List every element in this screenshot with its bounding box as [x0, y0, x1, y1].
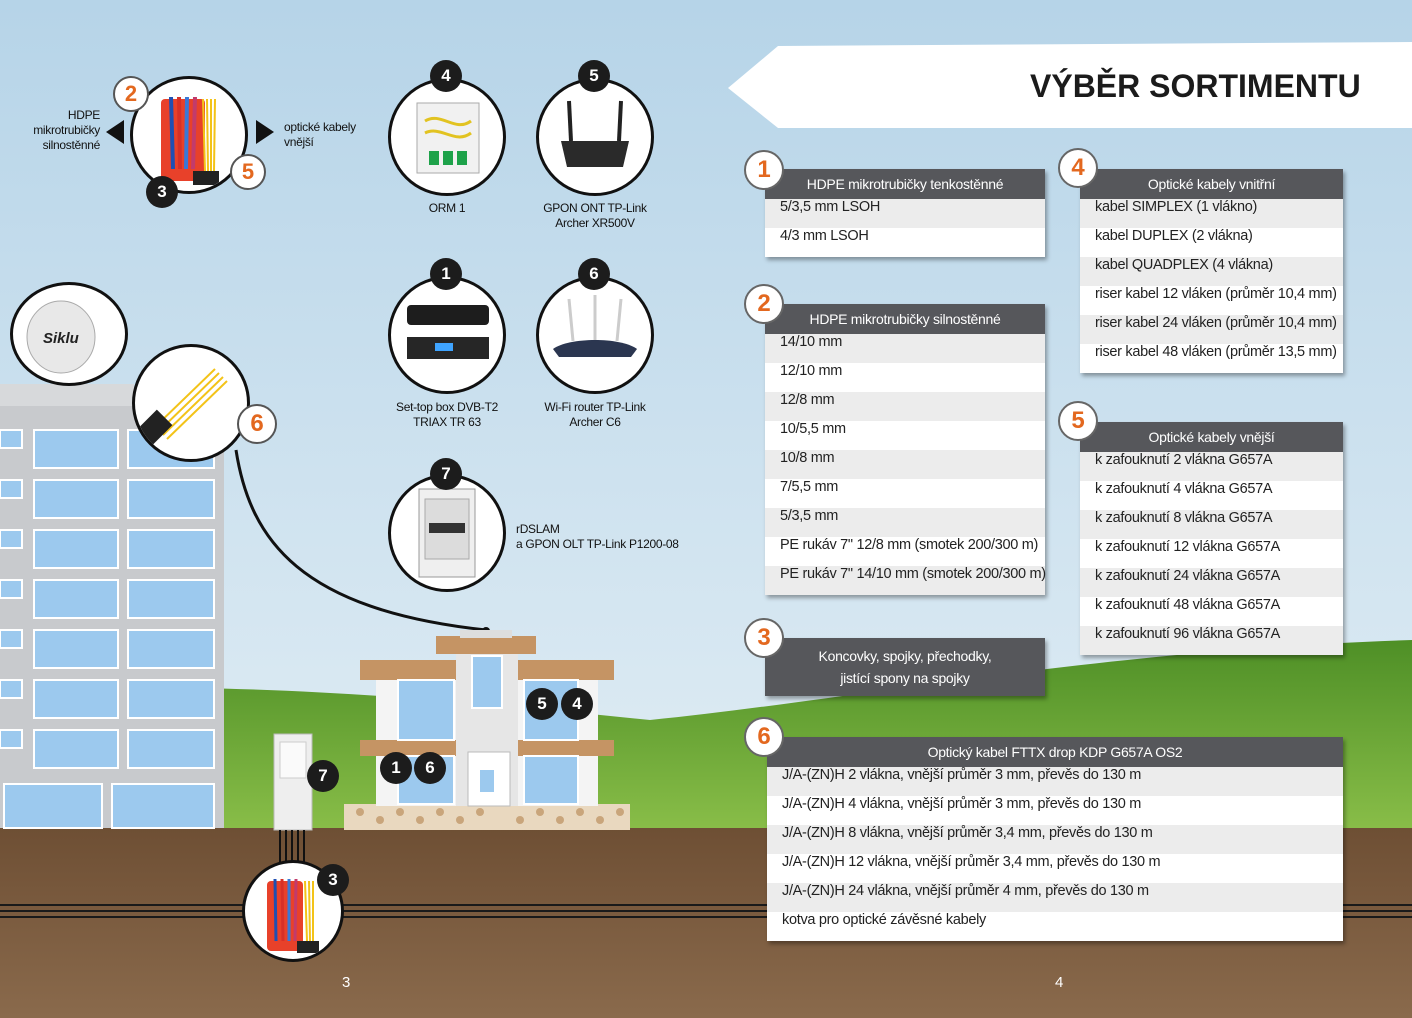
panel-hdpe-thick: HDPE mikrotrubičky silnostěnné 14/10 mm … [765, 304, 1046, 595]
page-number-left: 3 [342, 974, 351, 991]
panel-connectors: Koncovky, spojky, přechodky, jistící spo… [765, 638, 1045, 696]
panel-rows: k zafouknutí 2 vlákna G657A k zafouknutí… [1080, 452, 1343, 655]
panel-row: k zafouknutí 8 vlákna G657A [1080, 510, 1343, 539]
device-badge: 1 [430, 258, 462, 290]
device-image-gpon-ont [536, 78, 654, 196]
device-badge: 5 [578, 60, 610, 92]
street-cabinet [273, 733, 313, 870]
panel-header: Koncovky, spojky, přechodky, jistící spo… [765, 638, 1045, 696]
house-badge: 6 [414, 752, 446, 784]
cabinet-badge: 7 [307, 760, 339, 792]
device-badge: 4 [430, 60, 462, 92]
house [344, 630, 630, 830]
device-caption-orm: ORM 1 [428, 201, 466, 215]
panel-row: 7/5,5 mm [765, 479, 1045, 508]
panel-header: HDPE mikrotrubičky silnostěnné [765, 304, 1045, 334]
panel-row: kabel QUADPLEX (4 vlákna) [1080, 257, 1343, 286]
legend-badge-3: 3 [146, 176, 178, 208]
panel-row: k zafouknutí 48 vlákna G657A [1080, 597, 1343, 626]
panel-number: 1 [744, 150, 784, 190]
panel-header: HDPE mikrotrubičky tenkostěnné [765, 169, 1045, 199]
house-badge: 1 [380, 752, 412, 784]
legend-badge-5: 5 [230, 154, 266, 190]
panel-row: k zafouknutí 2 vlákna G657A [1080, 452, 1343, 481]
fiber-bundle-image [132, 344, 250, 462]
house-badge: 4 [561, 688, 593, 720]
panel-outdoor-cables: Optické kabely vnější k zafouknutí 2 vlá… [1080, 422, 1343, 655]
panel-header-line: jistící spony na spojky [840, 670, 970, 686]
panel-number: 3 [744, 618, 784, 658]
panel-fttx-drop: Optický kabel FTTX drop KDP G657A OS2 J/… [767, 737, 1343, 941]
panel-row: riser kabel 24 vláken (průměr 10,4 mm) [1080, 315, 1343, 344]
panel-row: J/A-(ZN)H 8 vlákna, vnější průměr 3,4 mm… [767, 825, 1343, 854]
page-title: VÝBĚR SORTIMENTU [1030, 68, 1361, 104]
panel-row: riser kabel 12 vláken (průměr 10,4 mm) [1080, 286, 1343, 315]
panel-row: 10/5,5 mm [765, 421, 1045, 450]
page-number-right: 4 [1055, 974, 1064, 991]
panel-row: J/A-(ZN)H 12 vlákna, vnější průměr 3,4 m… [767, 854, 1343, 883]
device-badge: 7 [430, 458, 462, 490]
legend-badge-2: 2 [113, 76, 149, 112]
house-badge: 5 [526, 688, 558, 720]
panel-hdpe-thin: HDPE mikrotrubičky tenkostěnné 5/3,5 mm … [765, 169, 1045, 257]
panel-row: kabel SIMPLEX (1 vlákno) [1080, 199, 1343, 228]
panel-row: 14/10 mm [765, 334, 1045, 363]
panel-rows: J/A-(ZN)H 2 vlákna, vnější průměr 3 mm, … [767, 767, 1343, 941]
panel-row: J/A-(ZN)H 4 vlákna, vnější průměr 3 mm, … [767, 796, 1343, 825]
panel-row: PE rukáv 7" 12/8 mm (smotek 200/300 m) [765, 537, 1045, 566]
panel-header: Optické kabely vnější [1080, 422, 1343, 452]
left-arrow-icon [106, 120, 124, 144]
right-arrow-icon [256, 120, 274, 144]
panel-row: riser kabel 48 vláken (průměr 13,5 mm) [1080, 344, 1343, 373]
panel-header-line: Koncovky, spojky, přechodky, [818, 648, 992, 664]
device-image-orm [388, 78, 506, 196]
panel-row: k zafouknutí 24 vlákna G657A [1080, 568, 1343, 597]
cable-cross-section-image [130, 76, 248, 194]
panel-number: 4 [1058, 148, 1098, 188]
panel-row: k zafouknutí 96 vlákna G657A [1080, 626, 1343, 655]
panel-row: kotva pro optické závěsné kabely [767, 912, 1343, 941]
panel-row: 5/3,5 mm LSOH [765, 199, 1045, 228]
satellite-dish-image: Siklu [10, 282, 128, 386]
panel-header: Optický kabel FTTX drop KDP G657A OS2 [767, 737, 1343, 767]
device-badge: 6 [578, 258, 610, 290]
ground-badge: 3 [317, 864, 349, 896]
panel-row: k zafouknutí 12 vlákna G657A [1080, 539, 1343, 568]
panel-rows: 14/10 mm 12/10 mm 12/8 mm 10/5,5 mm 10/8… [765, 334, 1046, 595]
panel-row: 4/3 mm LSOH [765, 228, 1045, 257]
scene-badge-fiber: 6 [237, 404, 277, 444]
device-image-rdslam [388, 474, 506, 592]
panel-number: 6 [744, 717, 784, 757]
panel-row: J/A-(ZN)H 24 vlákna, vnější průměr 4 mm,… [767, 883, 1343, 912]
panel-rows: 5/3,5 mm LSOH 4/3 mm LSOH [765, 199, 1045, 257]
panel-row: 12/10 mm [765, 363, 1045, 392]
panel-row: J/A-(ZN)H 2 vlákna, vnější průměr 3 mm, … [767, 767, 1343, 796]
panel-indoor-cables: Optické kabely vnitřní kabel SIMPLEX (1 … [1080, 169, 1343, 373]
panel-row: kabel DUPLEX (2 vlákna) [1080, 228, 1343, 257]
panel-number: 5 [1058, 401, 1098, 441]
panel-header: Optické kabely vnitřní [1080, 169, 1343, 199]
panel-number: 2 [744, 284, 784, 324]
panel-row: 12/8 mm [765, 392, 1045, 421]
panel-row: 10/8 mm [765, 450, 1045, 479]
panel-rows: kabel SIMPLEX (1 vlákno) kabel DUPLEX (2… [1080, 199, 1343, 373]
panel-row: PE rukáv 7" 14/10 mm (smotek 200/300 m) [765, 566, 1046, 595]
panel-row: k zafouknutí 4 vlákna G657A [1080, 481, 1343, 510]
panel-row: 5/3,5 mm [765, 508, 1045, 537]
device-image-set-top-box [388, 276, 506, 394]
dish-logo-text: Siklu [43, 330, 79, 347]
ground-cable-cross-section-image [242, 860, 344, 962]
device-image-wifi-router [536, 276, 654, 394]
